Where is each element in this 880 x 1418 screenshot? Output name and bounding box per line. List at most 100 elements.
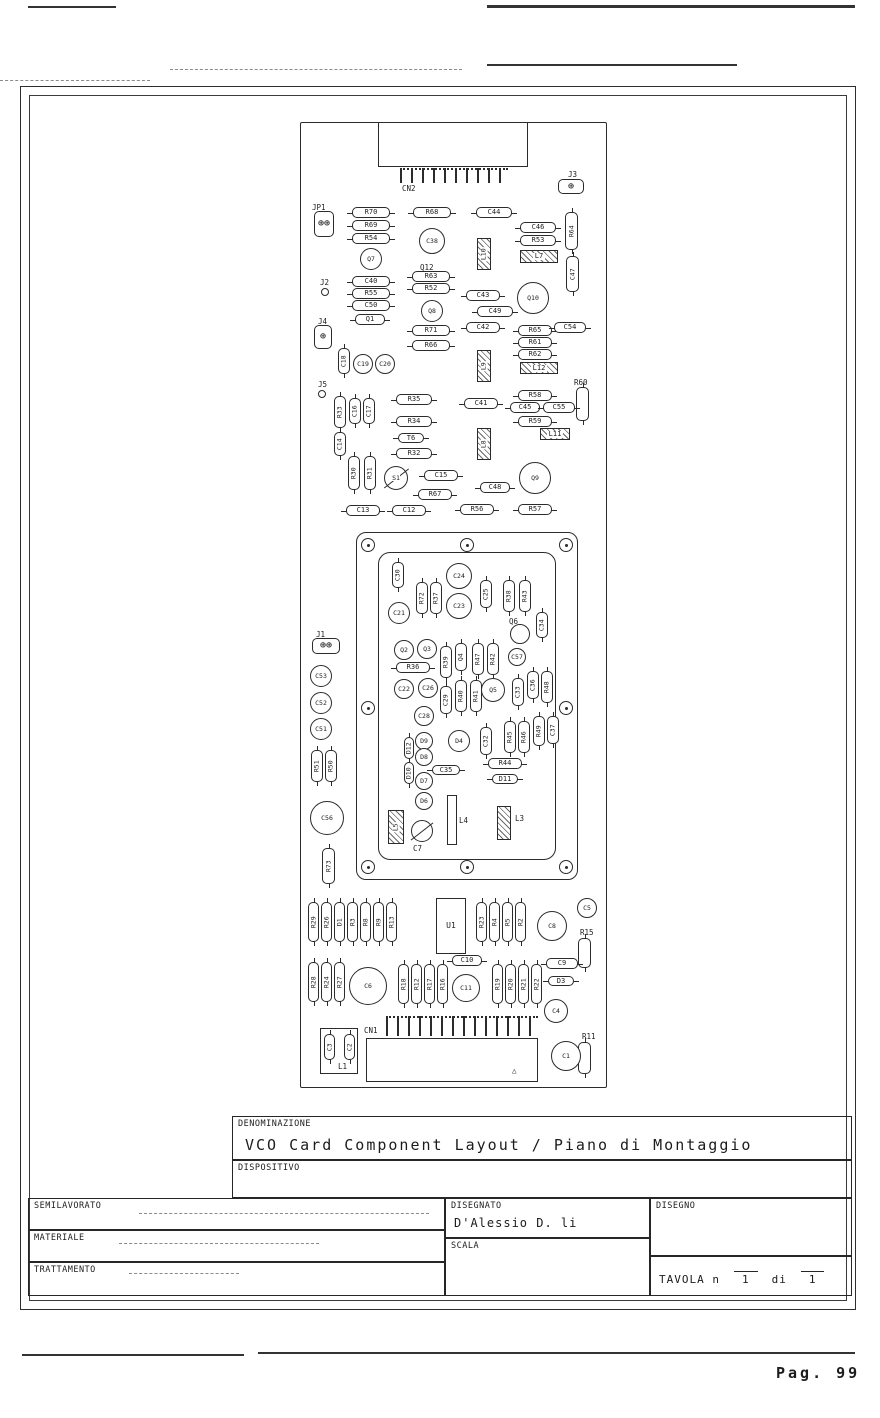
component-label-c6: C6 <box>364 981 372 990</box>
component-r15: R15 <box>580 928 594 937</box>
scan-line <box>119 1243 319 1244</box>
component-label-r65: R65 <box>528 326 542 334</box>
component-screw-1 <box>361 538 375 552</box>
trattamento-box: TRATTAMENTO <box>28 1262 445 1296</box>
component-r51: R51 <box>311 746 323 786</box>
sheet-frame-outer <box>20 86 856 1310</box>
component-label-c21: C21 <box>393 608 405 617</box>
component-label-c46: C46 <box>531 223 545 231</box>
component-label-c51: C51 <box>315 724 327 733</box>
disegnato-label: DISEGNATO <box>451 1201 502 1211</box>
component-c48: C48 <box>475 482 515 493</box>
component-label-d8: D8 <box>420 752 428 761</box>
component-c1: C1 <box>551 1041 581 1071</box>
component-label-d3: D3 <box>556 976 566 985</box>
component-label-r71: R71 <box>424 326 438 334</box>
component-label-c32: C32 <box>481 735 490 747</box>
component-q5: Q5 <box>481 678 505 702</box>
component-label-r16: R16 <box>438 978 447 990</box>
component-c56: C56 <box>310 801 344 835</box>
scan-line <box>139 1213 429 1214</box>
component-r20: R20 <box>505 960 516 1008</box>
component-label-r42: R42 <box>488 653 497 665</box>
component-cn1-pins <box>386 1016 538 1036</box>
component-label-c49: C49 <box>488 307 502 315</box>
component-r9: R9 <box>373 898 384 946</box>
component-label-r24: R24 <box>322 976 331 988</box>
materiale-label: MATERIALE <box>34 1233 85 1243</box>
component-label-r49: R49 <box>534 725 543 737</box>
component-j5: J5 <box>318 380 328 389</box>
component-label-c1: C1 <box>562 1051 570 1060</box>
component-label-r51: R51 <box>312 760 321 772</box>
component-label-c47: C47 <box>568 268 577 280</box>
component-label-d12: D12 <box>404 742 413 754</box>
component-r68: R68 <box>408 207 456 218</box>
component-label-c15: C15 <box>434 471 448 479</box>
component-label-c18: C18 <box>339 355 348 367</box>
component-r32: R32 <box>391 448 437 459</box>
component-c38: C38 <box>419 228 445 254</box>
component-t6: T6 <box>393 433 429 443</box>
component-l4-body <box>447 795 457 845</box>
component-c46: C46 <box>515 222 561 233</box>
component-d10: D10 <box>404 758 414 788</box>
component-label-q7: Q7 <box>367 254 375 263</box>
component-cn2: CN2 <box>402 184 416 193</box>
component-label-r28: R28 <box>309 976 318 988</box>
component-l11: L11 <box>540 428 570 440</box>
component-r3: R3 <box>347 898 358 946</box>
component-label-r13: R13 <box>387 916 396 928</box>
component-label-r59: R59 <box>528 417 542 425</box>
component-label-r39: R39 <box>441 656 450 668</box>
dispositivo-box: DISPOSITIVO <box>232 1160 852 1198</box>
component-c20: C20 <box>375 354 395 374</box>
scan-line <box>258 1352 855 1354</box>
component-r50: R50 <box>325 746 337 786</box>
component-label-q5: Q5 <box>489 685 497 694</box>
component-screw-6 <box>361 860 375 874</box>
component-label-c24: C24 <box>453 571 465 580</box>
component-l3-body <box>497 806 511 840</box>
component-c28: C28 <box>414 706 434 726</box>
component-label-c35: C35 <box>439 765 453 774</box>
component-label-c44: C44 <box>487 208 501 216</box>
component-label-r61: R61 <box>528 338 542 346</box>
component-r31: R31 <box>364 452 376 494</box>
component-l7: L7 <box>520 250 558 263</box>
component-r34: R34 <box>391 416 437 427</box>
component-c37: C37 <box>547 712 559 748</box>
component-j3-pad: ⊕ <box>558 179 584 194</box>
component-label-r21: R21 <box>519 978 528 990</box>
component-c52: C52 <box>310 692 332 714</box>
component-r36: R36 <box>391 662 435 673</box>
component-q12: Q12 <box>420 263 434 272</box>
component-label-r2: R2 <box>516 918 525 926</box>
component-c18: C18 <box>338 344 350 378</box>
sheet-frame-inner <box>29 95 847 1301</box>
component-j3: J3 <box>568 170 578 179</box>
component-label-c55: C55 <box>552 403 566 411</box>
component-label-c36: C36 <box>528 679 537 691</box>
component-c26: C26 <box>418 678 438 698</box>
component-label-l10: L10 <box>479 247 488 261</box>
component-c7: C7 <box>413 844 423 853</box>
component-label-r53: R53 <box>531 236 545 244</box>
component-label-c53: C53 <box>315 671 327 680</box>
tavola-line: TAVOLA n 1 di 1 <box>659 1271 825 1286</box>
component-screw-7 <box>460 860 474 874</box>
component-d11: D11 <box>487 774 523 784</box>
component-r64: R64 <box>565 208 578 254</box>
component-label-r32: R32 <box>407 449 421 457</box>
component-c22: C22 <box>394 679 414 699</box>
component-r13: R13 <box>386 898 397 946</box>
component-label-r70: R70 <box>364 208 378 216</box>
component-c41: C41 <box>459 398 503 409</box>
component-label-r35: R35 <box>407 395 421 403</box>
component-label-c43: C43 <box>476 291 490 299</box>
component-label-r52: R52 <box>424 284 438 292</box>
component-r22: R22 <box>531 960 542 1008</box>
component-label-r69: R69 <box>364 221 378 229</box>
